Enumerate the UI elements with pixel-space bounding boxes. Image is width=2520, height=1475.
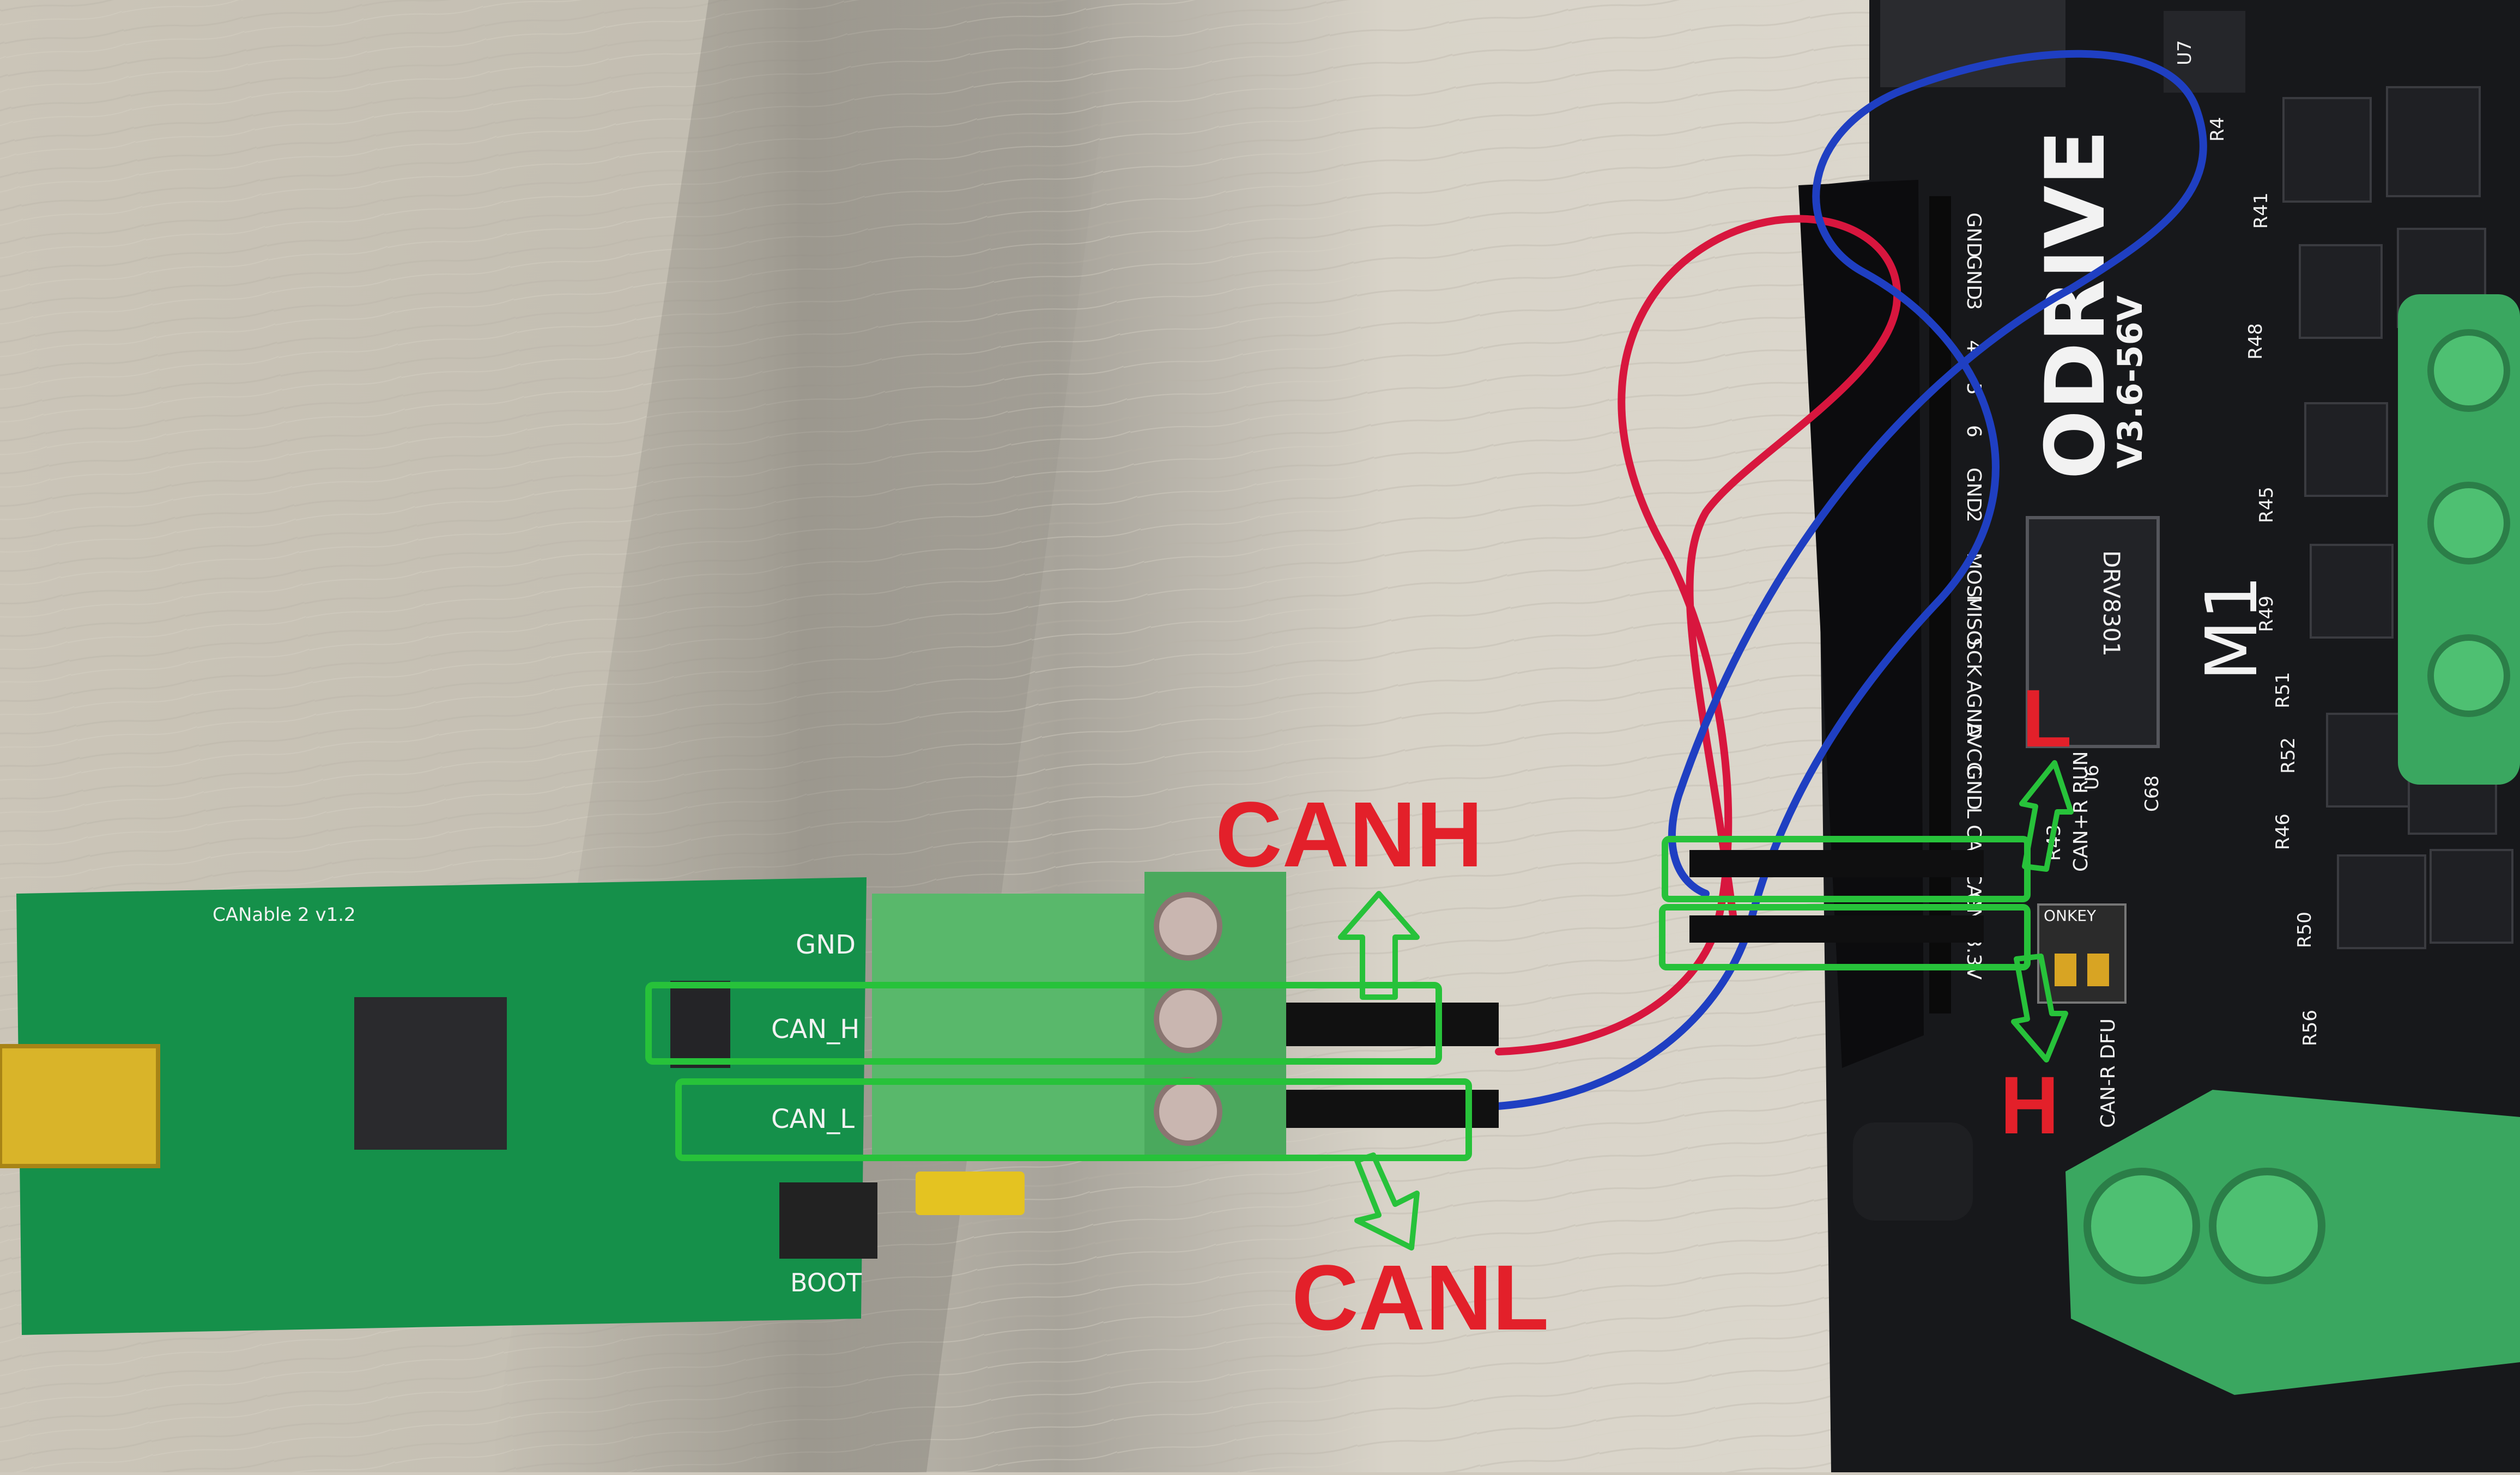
odrive-motor-terminal	[2398, 294, 2520, 785]
jumper-plug-left-l	[1281, 1090, 1499, 1128]
dip-switch[interactable]	[2037, 903, 2127, 1004]
jumper-plug-left-h	[1281, 1003, 1499, 1046]
transceiver-chip	[670, 981, 730, 1068]
odrive-ref-label: U7	[2174, 40, 2196, 65]
arrow-up-canh	[1338, 891, 1420, 1000]
odrive-ref-label: C68	[2141, 775, 2163, 812]
annotation-arrows	[1338, 760, 2074, 1251]
odrive-pin-label: AGND	[1962, 680, 1985, 738]
wires	[1281, 50, 2207, 1128]
odrive-ref-label: U6	[2081, 764, 2103, 790]
mcu-chip	[354, 997, 507, 1150]
terminal-screw-gnd	[1154, 892, 1222, 961]
canable-board: CANable 2 v1.2 GND CAN_H CAN_L BOOT	[0, 872, 1286, 1335]
odrive-ref-label: R51	[2272, 672, 2294, 708]
odrive-m1-label: M1	[2190, 575, 2273, 681]
odrive-pin-label: 3	[1962, 298, 1985, 310]
odrive-ref-label: R48	[2245, 323, 2267, 360]
odrive-ref-label: R52	[2277, 737, 2299, 774]
odrive-mcu-chip	[1880, 0, 2065, 87]
odrive-ref-label: R45	[2256, 487, 2277, 523]
usb-mini-connector[interactable]	[0, 1044, 160, 1168]
odrive-ref-label: R56	[2299, 1010, 2321, 1046]
highlight-canh	[645, 982, 1442, 1065]
arrow-down-canl	[1354, 1152, 1420, 1251]
odrive-ref-label: R50	[2294, 912, 2316, 948]
odrive-pin-label: AVCC	[1962, 723, 1985, 775]
odrive-pin-label: GND	[1962, 468, 1985, 513]
board-standoff	[1853, 1122, 1973, 1221]
highlight-odrive-h	[1659, 904, 2031, 970]
can-l-label: CAN_L	[771, 1104, 855, 1134]
odrive-pin-label: 6	[1962, 425, 1985, 438]
arrow-down-h	[2011, 954, 2068, 1063]
odrive-ref-label: R4	[2207, 117, 2228, 142]
highlight-boxes	[645, 836, 2031, 1161]
arrow-up-l	[2019, 760, 2074, 872]
odrive-pin-label: GND	[1962, 213, 1985, 258]
odrive-voltage: V3.6-56V	[2110, 295, 2150, 469]
odrive-pin-label: GND	[1962, 765, 1985, 810]
odrive-ref-label: R49	[2256, 596, 2277, 632]
odrive-pin-label: MISO	[1962, 595, 1985, 646]
can-r-dfu-label: CAN-R DFU	[2097, 1018, 2119, 1128]
jumper-plug-bottom	[1689, 915, 1984, 943]
label-h: H	[2000, 1059, 2059, 1151]
boot-label: BOOT	[790, 1268, 862, 1297]
odrive-pin-label: GND	[1962, 255, 1985, 300]
drv8301-chip	[2026, 516, 2160, 748]
blue-wire	[1495, 50, 2207, 1110]
canable-terminal-block	[872, 872, 1286, 1155]
can-h-label: CAN_H	[771, 1014, 859, 1045]
canable-title: CANable 2 v1.2	[213, 904, 356, 926]
odrive-ref-label: R46	[2272, 814, 2294, 850]
gnd-label: GND	[796, 930, 856, 960]
label-canl: CANL	[1292, 1246, 1549, 1350]
terminal-screw-canh	[1154, 985, 1222, 1053]
drv8301-label: DRV8301	[2098, 550, 2125, 657]
boot-header	[779, 1182, 877, 1259]
onkey-label: ONKEY	[2044, 907, 2097, 925]
terminal-screw-canl	[1154, 1077, 1222, 1146]
boot-jumper[interactable]	[916, 1171, 1025, 1215]
highlight-canl	[675, 1078, 1472, 1161]
jumper-plug-top	[1689, 850, 1984, 877]
odrive-board: DRV8301 ODRIVE V3.6-56V M1 GNDGND3456GND…	[1798, 0, 2520, 1472]
label-canh: CANH	[1215, 783, 1483, 887]
odrive-power-terminal	[2065, 1090, 2520, 1395]
odrive-pin-label: SCK	[1962, 638, 1985, 677]
odrive-pin-label: 2	[1962, 510, 1985, 523]
odrive-ref-label: R41	[2250, 192, 2272, 229]
label-l: L	[2022, 672, 2072, 764]
